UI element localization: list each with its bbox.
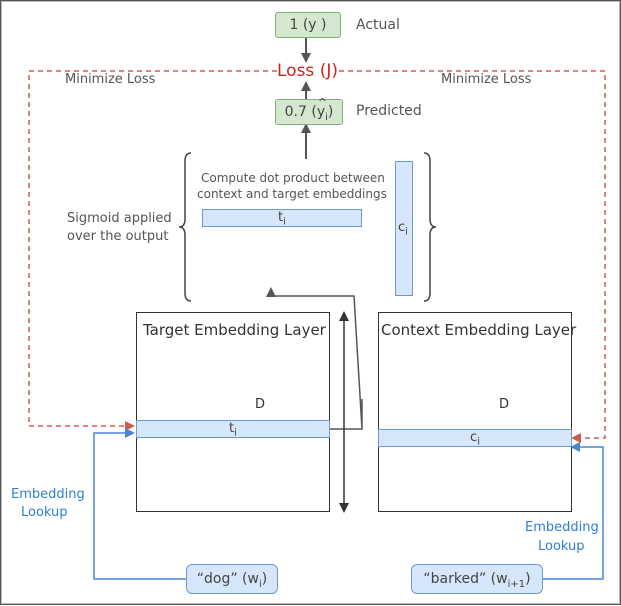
target-embedding-row: ti	[136, 420, 330, 439]
word-dog-pill: “dog” (wi)	[186, 564, 278, 594]
target-vector-sub: i	[283, 216, 286, 228]
predicted-sub: i	[325, 111, 328, 123]
predicted-value: 0.7 (	[284, 104, 317, 120]
target-vector-label: t	[278, 210, 284, 225]
word-barked-text: “barked” (w	[423, 571, 508, 587]
word-dog-close: )	[261, 571, 268, 587]
target-row-sub: i	[234, 427, 237, 439]
actual-label: Actual	[356, 17, 400, 33]
lookup-path-right	[541, 442, 604, 580]
brace-left	[178, 152, 192, 302]
target-layer-title: Target Embedding Layer	[143, 321, 326, 339]
context-layer-title: Context Embedding Layer	[381, 321, 577, 339]
word-barked-pill: “barked” (wi+1)	[411, 564, 543, 594]
minimize-loss-right: Minimize Loss	[441, 72, 532, 87]
sigmoid-text-1: Sigmoid applied	[67, 211, 172, 226]
dim-label-right: D	[499, 397, 510, 412]
target-row-label: t	[229, 421, 235, 436]
target-embedding-layer: Target Embedding Layer D	[136, 312, 330, 512]
word-barked-close: )	[525, 571, 531, 587]
lookup-label-right-2: Lookup	[538, 539, 585, 554]
loss-loop-right	[339, 70, 606, 443]
predicted-label: Predicted	[356, 103, 422, 119]
word-barked-sub: i+1	[507, 578, 526, 590]
predicted-hat: ^	[317, 96, 328, 109]
sigmoid-text-2: over the output	[67, 229, 169, 244]
lookup-label-right-1: Embedding	[525, 520, 599, 535]
context-row-label: c	[470, 430, 478, 445]
loss-label: Loss (J)	[277, 61, 338, 81]
context-embedding-row: ci	[378, 429, 572, 448]
predicted-box: 0.7 (^yi)	[275, 96, 343, 125]
actual-box: 1 (y )	[275, 12, 341, 38]
dim-label-left: D	[255, 397, 266, 412]
context-vector-sub: i	[405, 226, 408, 238]
dot-product-text-2: context and target embeddings	[197, 187, 387, 201]
context-vector: ci	[395, 161, 413, 296]
target-vector: ti	[202, 209, 362, 228]
predicted-close: )	[327, 104, 334, 120]
predicted-var: y	[316, 104, 326, 120]
word-dog-sub: i	[258, 578, 262, 590]
word-dog-text: “dog” (w	[196, 571, 259, 587]
dot-product-text-1: Compute dot product between	[201, 171, 385, 185]
lookup-path-left	[93, 428, 186, 580]
actual-value: 1 (y )	[289, 17, 327, 33]
lookup-label-left-2: Lookup	[21, 505, 68, 520]
context-vector-label: c	[398, 220, 406, 235]
context-embedding-layer: Context Embedding Layer D	[378, 312, 576, 512]
minimize-loss-left: Minimize Loss	[65, 72, 156, 87]
brace-right	[423, 152, 437, 302]
context-row-sub: i	[477, 436, 480, 448]
lookup-label-left-1: Embedding	[11, 487, 85, 502]
loss-loop-left	[28, 70, 277, 431]
